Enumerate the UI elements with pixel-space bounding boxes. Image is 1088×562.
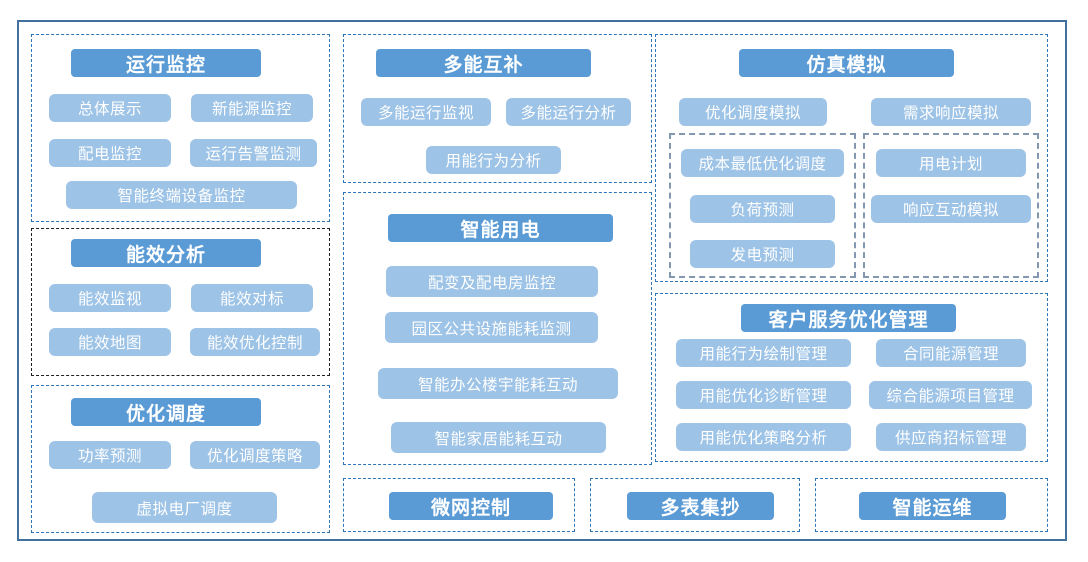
module-item: 多能运行监视	[361, 98, 491, 126]
section-title: 微网控制	[389, 492, 553, 520]
section-title: 优化调度	[71, 398, 261, 426]
module-item: 虚拟电厂调度	[92, 492, 277, 523]
module-item: 智能办公楼宇能耗互动	[378, 368, 618, 399]
section-customer-service-optimization: 客户服务优化管理 用能行为绘制管理 用能优化诊断管理 用能优化策略分析 合同能源…	[655, 293, 1048, 462]
module-item: 园区公共设施能耗监测	[385, 312, 598, 343]
section-operation-monitoring: 运行监控 总体展示 新能源监控 配电监控 运行告警监测 智能终端设备监控	[31, 34, 330, 222]
module-item: 能效地图	[49, 328, 171, 356]
section-title: 多表集抄	[627, 492, 774, 520]
module-item: 运行告警监测	[190, 139, 317, 167]
module-item: 用能行为绘制管理	[676, 339, 851, 367]
section-title: 智能运维	[859, 492, 1006, 520]
simulation-sub-group-left: 成本最低优化调度 负荷预测 发电预测	[669, 133, 856, 278]
section-title: 仿真模拟	[739, 49, 954, 77]
section-smart-operation-maintenance: 智能运维	[815, 478, 1048, 532]
module-item: 合同能源管理	[876, 339, 1026, 367]
section-optimization-dispatch: 优化调度 功率预测 优化调度策略 虚拟电厂调度	[31, 385, 330, 533]
section-multi-energy-complementary: 多能互补 多能运行监视 多能运行分析 用能行为分析	[343, 34, 652, 183]
section-title: 智能用电	[388, 214, 613, 242]
module-item: 配变及配电房监控	[386, 266, 598, 297]
section-simulation: 仿真模拟 优化调度模拟 需求响应模拟 成本最低优化调度 负荷预测 发电预测 用电…	[655, 34, 1048, 282]
module-item: 配电监控	[49, 139, 171, 167]
module-item: 负荷预测	[690, 195, 835, 223]
module-item: 优化调度策略	[190, 441, 320, 469]
module-item: 用能行为分析	[426, 146, 561, 174]
module-item: 总体展示	[49, 94, 171, 122]
module-item: 新能源监控	[191, 94, 313, 122]
module-item: 智能家居能耗互动	[391, 422, 606, 453]
section-title: 客户服务优化管理	[741, 304, 956, 332]
module-item: 成本最低优化调度	[681, 149, 844, 177]
module-item: 能效监视	[49, 284, 171, 312]
module-item: 响应互动模拟	[871, 195, 1031, 223]
section-title: 能效分析	[71, 239, 261, 267]
module-item: 能效对标	[191, 284, 313, 312]
module-item: 智能终端设备监控	[66, 181, 297, 209]
module-item: 优化调度模拟	[679, 98, 827, 126]
section-title: 运行监控	[71, 49, 261, 77]
simulation-sub-group-right: 用电计划 响应互动模拟	[863, 133, 1039, 278]
module-item: 用能优化诊断管理	[676, 381, 851, 409]
module-item: 供应商招标管理	[876, 423, 1026, 451]
section-multi-meter-reading: 多表集抄	[590, 478, 800, 532]
module-item: 发电预测	[690, 240, 835, 268]
module-item: 综合能源项目管理	[869, 381, 1032, 409]
module-item: 需求响应模拟	[871, 98, 1031, 126]
module-item: 功率预测	[49, 441, 171, 469]
module-item: 用电计划	[876, 149, 1026, 177]
section-microgrid-control: 微网控制	[343, 478, 575, 532]
section-title: 多能互补	[376, 49, 591, 77]
section-smart-power-use: 智能用电 配变及配电房监控 园区公共设施能耗监测 智能办公楼宇能耗互动 智能家居…	[343, 192, 652, 465]
section-energy-efficiency-analysis: 能效分析 能效监视 能效对标 能效地图 能效优化控制	[31, 228, 330, 376]
module-item: 用能优化策略分析	[676, 423, 851, 451]
module-item: 多能运行分析	[506, 98, 631, 126]
page-frame	[17, 20, 1067, 541]
module-item: 能效优化控制	[190, 328, 320, 356]
